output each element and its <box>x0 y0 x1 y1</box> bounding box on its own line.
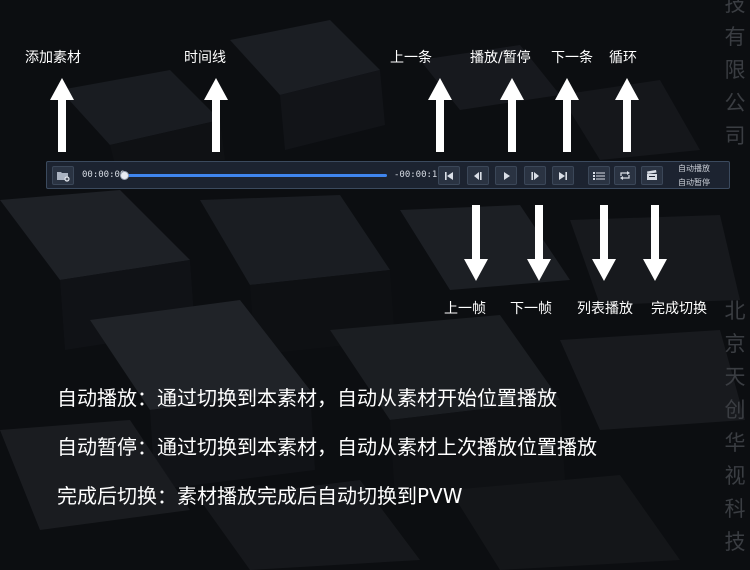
label-loop: 循环 <box>609 50 637 66</box>
arrow-up-icon <box>204 78 228 152</box>
arrow-up-icon <box>555 78 579 152</box>
label-prev-frame: 上一帧 <box>444 301 486 317</box>
list-icon <box>593 171 605 180</box>
player-toolbar: 00:00:00 -00:00:10 <box>46 161 730 189</box>
watermark-char: 技 <box>724 530 746 554</box>
watermark-char: 北 <box>724 299 746 323</box>
label-cut-on-complete: 完成切换 <box>651 301 707 317</box>
play-pause-button[interactable] <box>495 166 517 185</box>
label-next-item: 下一条 <box>551 50 593 66</box>
watermark-char: 限 <box>724 58 746 82</box>
watermark-char: 创 <box>724 398 746 422</box>
arrow-down-icon <box>643 205 667 281</box>
arrow-down-icon <box>464 205 488 281</box>
prev-item-button[interactable] <box>438 166 460 185</box>
auto-pause-option[interactable]: 自动暂停 <box>678 178 710 187</box>
clapperboard-icon <box>647 170 657 180</box>
folder-add-icon <box>57 171 70 182</box>
next-item-button[interactable] <box>552 166 574 185</box>
watermark-char: 公 <box>724 91 746 115</box>
prev-frame-button[interactable] <box>467 166 489 185</box>
timeline-bar[interactable] <box>124 174 387 177</box>
time-remaining: -00:00:10 <box>394 170 443 180</box>
skip-previous-icon <box>445 171 453 180</box>
label-add-material: 添加素材 <box>25 50 81 66</box>
label-timeline: 时间线 <box>184 50 226 66</box>
watermark-top: 技 有 限 公 司 <box>722 0 748 153</box>
list-play-button[interactable] <box>588 166 610 185</box>
next-frame-button[interactable] <box>524 166 546 185</box>
label-prev-item: 上一条 <box>390 50 432 66</box>
watermark-char: 科 <box>724 497 746 521</box>
watermark-char: 技 <box>724 0 746 16</box>
step-forward-icon <box>531 171 539 180</box>
cut-on-complete-button[interactable] <box>641 166 663 185</box>
time-current: 00:00:00 <box>82 170 126 180</box>
step-back-icon <box>474 171 482 180</box>
watermark-bottom: 北 京 天 创 华 视 科 技 <box>722 295 748 559</box>
skip-next-icon <box>559 171 567 180</box>
arrow-up-icon <box>428 78 452 152</box>
arrow-up-icon <box>50 78 74 152</box>
arrow-up-icon <box>500 78 524 152</box>
description-cut-on-complete: 完成后切换：素材播放完成后自动切换到PVW <box>57 484 463 508</box>
loop-button[interactable] <box>614 166 636 185</box>
label-list-play: 列表播放 <box>577 301 633 317</box>
arrow-down-icon <box>592 205 616 281</box>
label-play-pause: 播放/暂停 <box>470 50 531 66</box>
watermark-char: 天 <box>724 365 746 389</box>
arrow-down-icon <box>527 205 551 281</box>
watermark-char: 司 <box>724 124 746 148</box>
watermark-char: 有 <box>724 25 746 49</box>
arrow-up-icon <box>615 78 639 152</box>
watermark-char: 京 <box>724 332 746 356</box>
description-auto-pause: 自动暂停：通过切换到本素材，自动从素材上次播放位置播放 <box>57 435 597 459</box>
description-auto-play: 自动播放：通过切换到本素材，自动从素材开始位置播放 <box>57 386 557 410</box>
watermark-char: 视 <box>724 464 746 488</box>
loop-icon <box>620 171 630 180</box>
label-next-frame: 下一帧 <box>510 301 552 317</box>
auto-play-option[interactable]: 自动播放 <box>678 164 710 173</box>
timeline-handle[interactable] <box>120 171 129 180</box>
play-icon <box>504 171 510 180</box>
watermark-char: 华 <box>724 431 746 455</box>
add-material-button[interactable] <box>52 166 74 185</box>
